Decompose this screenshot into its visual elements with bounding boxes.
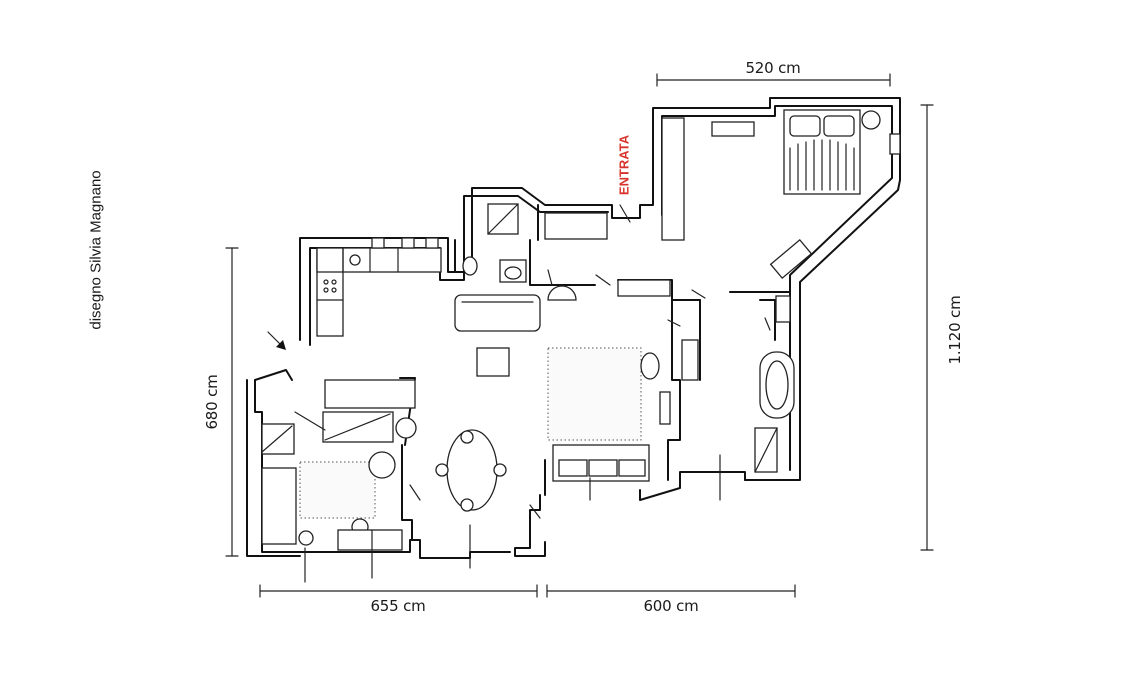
dimension-right: 1.120 cm: [946, 295, 964, 365]
dimension-left: 680 cm: [203, 374, 221, 430]
east-bathroom: [754, 295, 795, 473]
entrance-arrow-icon: [267, 331, 286, 350]
openings: [294, 204, 771, 569]
study-furniture: [261, 379, 417, 583]
dimension-bottom-left: 655 cm: [370, 597, 426, 615]
drawing-credit: disegno Silvia Magnano: [87, 170, 105, 330]
sofa-north: [454, 279, 671, 332]
kitchen-counter: [316, 237, 442, 337]
dimension-lines: [225, 73, 934, 598]
bathroom-fixtures: [462, 203, 608, 283]
dimension-top: 520 cm: [745, 59, 801, 77]
living-furniture: [435, 339, 699, 512]
dimension-bottom-right: 600 cm: [643, 597, 699, 615]
bedroom-furniture: [661, 109, 901, 280]
entrance-label: ENTRATA: [616, 134, 632, 196]
